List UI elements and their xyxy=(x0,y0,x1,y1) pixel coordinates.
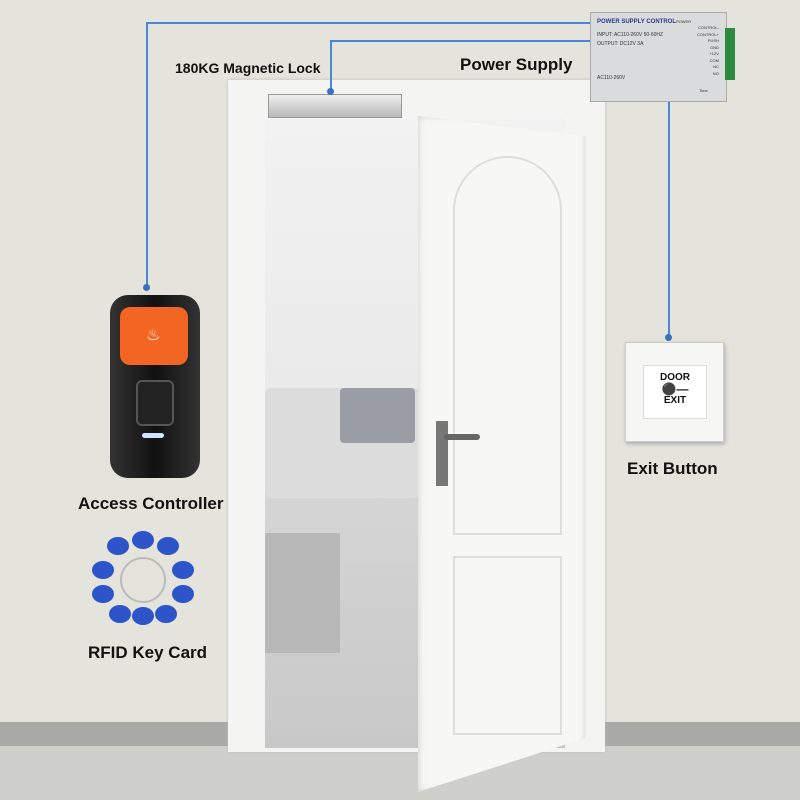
key-ring xyxy=(120,557,166,603)
key-fob xyxy=(132,607,154,625)
exit-button-label: Exit Button xyxy=(627,459,718,478)
terminal: CONTROL- xyxy=(698,25,719,30)
wire-controller-down xyxy=(146,22,148,287)
access-controller: ♨ xyxy=(110,295,200,478)
cushion xyxy=(340,388,415,443)
terminal: GND xyxy=(710,44,719,50)
rfid-key-card-label: RFID Key Card xyxy=(88,643,208,662)
wire-end xyxy=(143,284,150,291)
ps-voltage: AC110-260V xyxy=(597,75,626,81)
exit-text: EXIT xyxy=(663,395,687,406)
exit-push-plate[interactable]: DOOR ⚫— EXIT xyxy=(643,365,707,419)
ps-time: Time xyxy=(699,88,708,93)
door-text: DOOR xyxy=(660,372,690,383)
exit-button-device: DOOR ⚫— EXIT xyxy=(625,342,724,442)
wire-lock-down xyxy=(330,40,332,92)
power-supply-label: Power Supply xyxy=(460,55,573,74)
power-supply-box: POWER SUPPLY CONTROL INPUT: AC110-260V 5… xyxy=(590,12,727,102)
ps-power: POWER xyxy=(676,19,692,24)
magnetic-lock xyxy=(268,94,402,118)
key-fob xyxy=(92,561,114,579)
door-handle xyxy=(436,421,448,486)
floor xyxy=(0,745,800,800)
terminal-block xyxy=(725,28,735,80)
wire-end xyxy=(665,334,672,341)
ps-input: INPUT: AC110-260V 50-60HZ xyxy=(597,32,664,38)
magnetic-lock-label: 180KG Magnetic Lock xyxy=(175,60,321,76)
ps-terminals: CONTROL- CONTROL+ PUSH GND +12V COM NC N… xyxy=(697,25,719,77)
key-fob xyxy=(172,585,194,603)
wire-controller xyxy=(146,22,592,24)
key-icon: ⚫— xyxy=(661,382,689,396)
terminal: +12V xyxy=(709,51,719,56)
bell-icon: ♨ xyxy=(146,327,161,344)
wire-exit xyxy=(668,100,670,338)
key-fob xyxy=(92,585,114,603)
coffee-table xyxy=(265,533,340,653)
terminal: CONTROL+ xyxy=(697,31,719,37)
ps-output: OUTPUT: DC12V 3A xyxy=(597,41,644,47)
rfid-key-cards xyxy=(92,531,194,625)
key-fob xyxy=(132,531,154,549)
key-fob xyxy=(107,537,129,555)
wire-lock xyxy=(330,40,592,42)
terminal: NO xyxy=(712,70,719,76)
ps-title: POWER SUPPLY CONTROL xyxy=(597,19,677,25)
terminal: PUSH xyxy=(707,38,719,43)
door xyxy=(418,116,586,792)
door-upper-panel xyxy=(453,156,562,535)
terminal: COM xyxy=(709,57,719,63)
wire-end xyxy=(327,88,334,95)
key-fob xyxy=(172,561,194,579)
access-controller-label: Access Controller xyxy=(78,494,224,513)
rfid-reader-pad: ♨ xyxy=(120,307,188,365)
key-fob xyxy=(155,605,177,623)
terminal: NC xyxy=(713,64,719,69)
status-led xyxy=(142,433,164,438)
door-lower-panel xyxy=(453,556,562,735)
fingerprint-sensor xyxy=(136,380,174,426)
key-fob xyxy=(109,605,131,623)
key-fob xyxy=(157,537,179,555)
door-lever xyxy=(444,434,480,440)
